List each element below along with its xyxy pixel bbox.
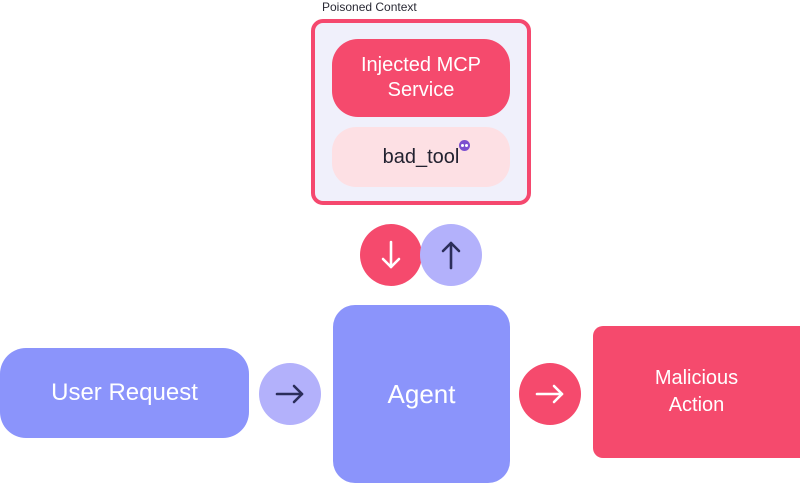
injected-mcp-service-label-line-1: Injected MCP (360, 54, 482, 76)
arrow-up-icon (420, 224, 482, 286)
injected-mcp-service-node: Injected MCP Service (332, 39, 510, 117)
agent-node: Agent (333, 305, 510, 483)
agent-label: Agent (387, 378, 456, 409)
arrow-right-icon (519, 363, 581, 425)
injected-mcp-service-label-line-2: Service (387, 79, 455, 101)
malicious-action-label-line-2: Action (668, 394, 725, 416)
user-request-node: User Request (0, 348, 249, 438)
user-request-label: User Request (51, 379, 198, 406)
malicious-action-label-line-1: Malicious (654, 367, 739, 389)
arrow-down-icon (360, 224, 422, 286)
poisoned-context-title: Poisoned Context (322, 0, 417, 14)
arrow-right-icon (259, 363, 321, 425)
malicious-action-node: Malicious Action (593, 326, 800, 458)
bad-tool-node: bad_tool (332, 127, 510, 187)
robot-face-icon (459, 140, 470, 151)
bad-tool-label: bad_tool (382, 145, 460, 168)
